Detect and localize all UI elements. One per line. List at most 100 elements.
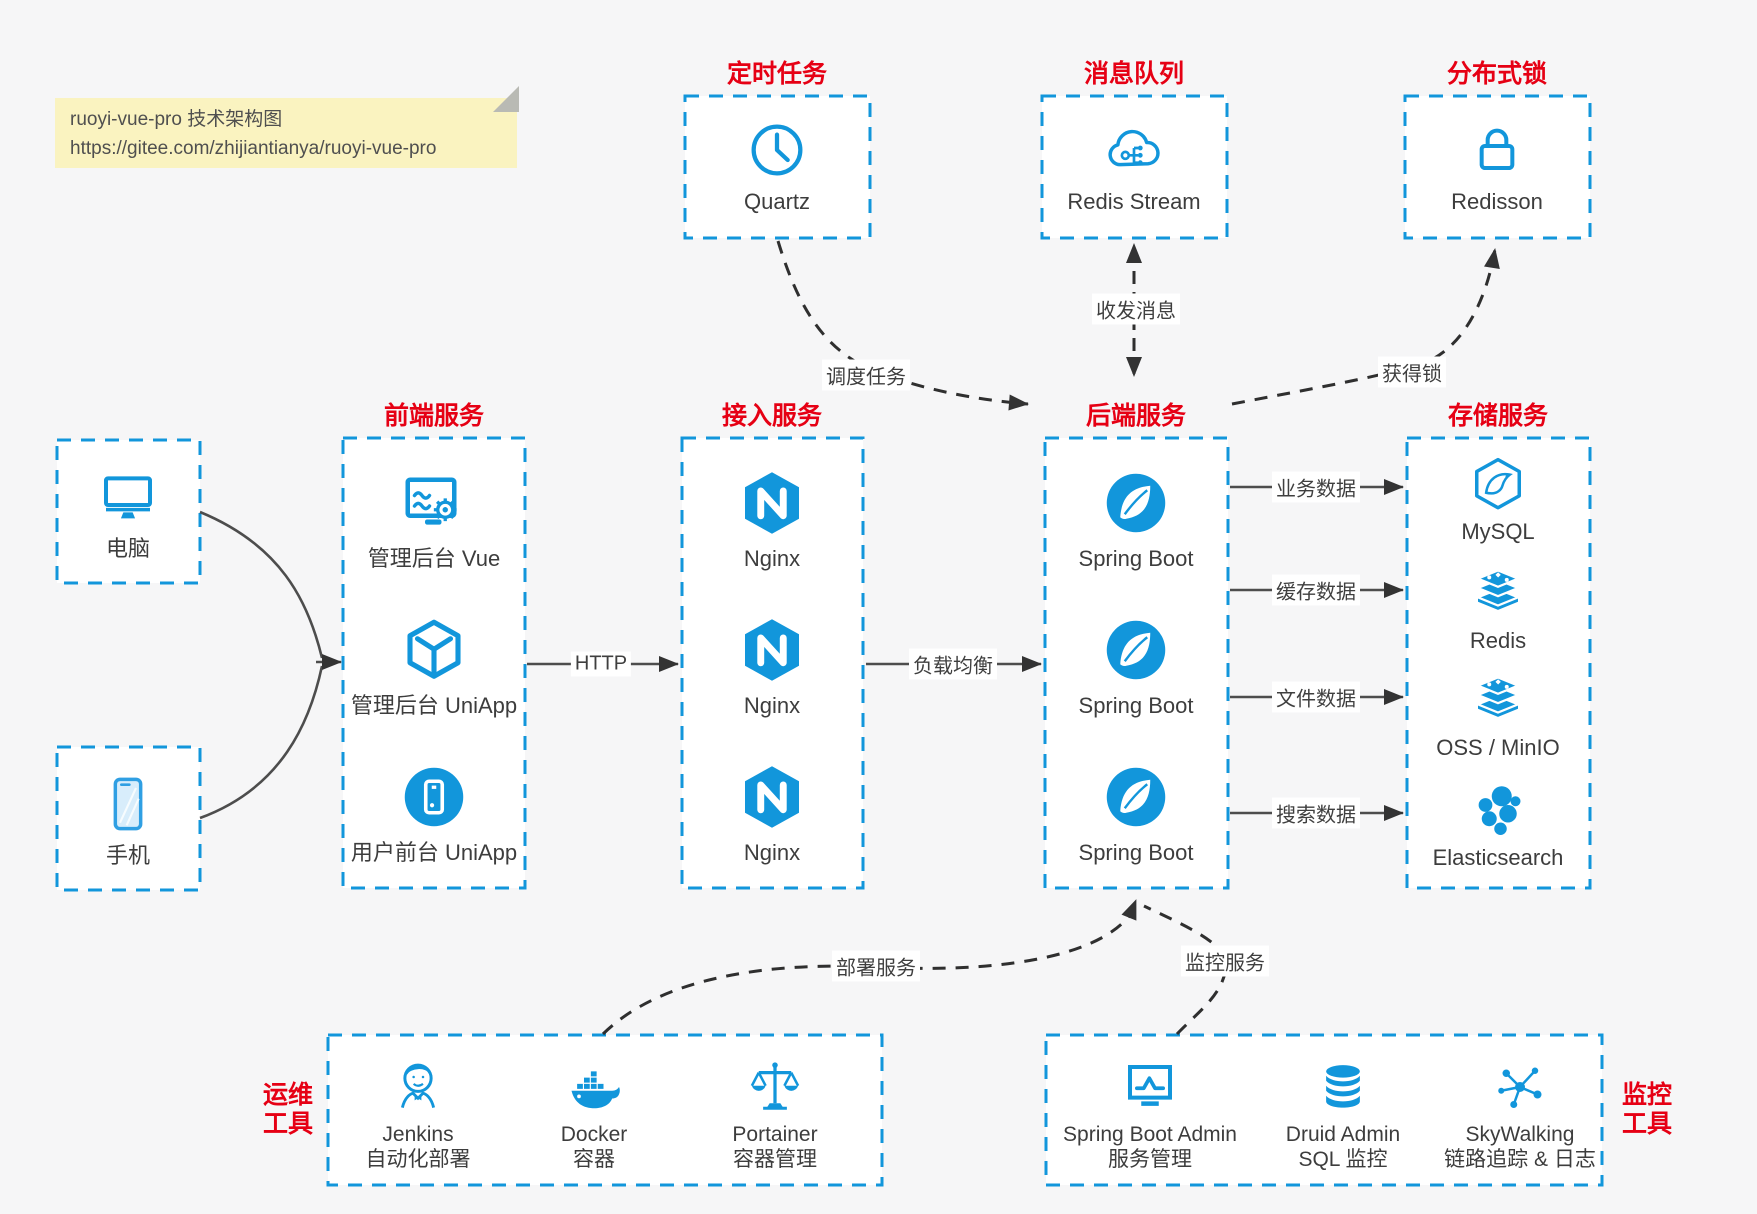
node-label: Spring Boot — [1078, 546, 1194, 571]
node-spring-boot-1: Spring Boot — [1026, 467, 1246, 572]
redis-icon — [1468, 563, 1528, 623]
group-box-monitor-tools — [1044, 1033, 1604, 1187]
node-pc: 电脑 — [18, 465, 238, 562]
node-label: Spring Boot — [1078, 693, 1194, 718]
spring-boot-icon — [1100, 761, 1172, 833]
node-nginx-3: Nginx — [662, 761, 882, 866]
node-label: Nginx — [743, 840, 801, 865]
title-storage: 存储服务 — [1447, 402, 1549, 430]
edge-label-load-balance: 负载均衡 — [909, 648, 997, 680]
edge-acquire-lock — [1231, 248, 1500, 406]
edge-label-http: HTTP — [570, 651, 632, 677]
node-label: Nginx — [743, 693, 801, 718]
cloud-mq-icon — [1102, 118, 1166, 182]
node-nginx-1: Nginx — [662, 467, 882, 572]
sticky-note: ruoyi-vue-pro 技术架构图 https://gitee.com/zh… — [55, 86, 519, 168]
node-redis: Redis — [1388, 563, 1608, 654]
node-spring-boot-admin: Spring Boot Admin 服务管理 — [1040, 1057, 1260, 1172]
node-nginx-2: Nginx — [662, 614, 882, 719]
jenkins-icon — [388, 1057, 448, 1117]
title-scheduled-task: 定时任务 — [726, 60, 828, 88]
title-ops-tools: 运维 工具 — [262, 1081, 314, 1138]
node-spring-boot-2: Spring Boot — [1026, 614, 1246, 719]
nginx-icon — [736, 467, 808, 539]
note-fold-corner — [493, 86, 519, 112]
druid-icon — [1313, 1057, 1373, 1117]
spring-boot-admin-icon — [1120, 1057, 1180, 1117]
node-user-uniapp: 用户前台 UniApp — [324, 761, 544, 866]
node-label: Portainer — [732, 1123, 818, 1146]
admin-vue-icon — [398, 467, 470, 539]
node-redis-stream: Redis Stream — [1024, 118, 1244, 215]
edge-label-message: 收发消息 — [1092, 293, 1180, 325]
node-label: Quartz — [743, 189, 811, 214]
node-quartz: Quartz — [667, 118, 887, 215]
node-label: Redis Stream — [1067, 189, 1201, 214]
lock-icon — [1465, 118, 1529, 182]
node-druid-admin: Druid Admin SQL 监控 — [1233, 1057, 1453, 1172]
node-admin-uniapp: 管理后台 UniApp — [324, 614, 544, 719]
edge-monitor-service — [1143, 904, 1228, 1036]
node-oss-minio: OSS / MinIO — [1388, 670, 1608, 761]
edge-label-cache-data: 缓存数据 — [1272, 574, 1360, 606]
edge-label-deploy: 部署服务 — [832, 950, 920, 982]
edge-label-schedule: 调度任务 — [822, 359, 910, 391]
edge-label-search-data: 搜索数据 — [1272, 797, 1360, 829]
node-skywalking: SkyWalking 链路追踪 & 日志 — [1410, 1057, 1630, 1172]
nginx-icon — [736, 614, 808, 686]
node-elasticsearch: Elasticsearch — [1388, 780, 1608, 871]
oss-icon — [1468, 670, 1528, 730]
uniapp-cube-icon — [398, 614, 470, 686]
node-label: Spring Boot — [1078, 840, 1194, 865]
mobile-app-icon — [398, 761, 470, 833]
smartphone-icon — [96, 772, 160, 836]
node-label: 管理后台 UniApp — [350, 693, 518, 718]
note-url: https://gitee.com/zhijiantianya/ruoyi-vu… — [70, 138, 437, 159]
node-spring-boot-3: Spring Boot — [1026, 761, 1246, 866]
node-docker: Docker 容器 — [484, 1057, 704, 1172]
node-sublabel: 链路追踪 & 日志 — [1444, 1148, 1596, 1171]
node-mysql: MySQL — [1388, 454, 1608, 545]
mysql-icon — [1468, 454, 1528, 514]
edge-label-file-data: 文件数据 — [1272, 681, 1360, 713]
node-label: 管理后台 Vue — [367, 546, 501, 571]
title-monitor-tools: 监控 工具 — [1621, 1081, 1673, 1138]
node-label: SkyWalking — [1465, 1123, 1575, 1146]
group-box-ops-tools — [326, 1033, 884, 1187]
portainer-icon — [745, 1057, 805, 1117]
edge-label-lock: 获得锁 — [1378, 356, 1446, 388]
edge-phone-to-frontend — [199, 665, 324, 820]
node-jenkins: Jenkins 自动化部署 — [308, 1057, 528, 1172]
node-label: Druid Admin — [1285, 1123, 1401, 1146]
title-gateway: 接入服务 — [721, 402, 823, 430]
node-phone: 手机 — [18, 772, 238, 869]
spring-boot-icon — [1100, 467, 1172, 539]
edge-label-monitor: 监控服务 — [1181, 945, 1269, 977]
node-sublabel: SQL 监控 — [1298, 1148, 1388, 1171]
node-label: Elasticsearch — [1432, 845, 1564, 870]
title-frontend: 前端服务 — [383, 402, 485, 430]
node-label: 用户前台 UniApp — [350, 840, 518, 865]
skywalking-icon — [1490, 1057, 1550, 1117]
edge-label-business-data: 业务数据 — [1272, 471, 1360, 503]
clock-icon — [745, 118, 809, 182]
node-portainer: Portainer 容器管理 — [665, 1057, 885, 1172]
node-label: 手机 — [105, 843, 150, 868]
node-label: Spring Boot Admin — [1063, 1123, 1237, 1146]
node-label: MySQL — [1461, 519, 1535, 544]
edge-pc-to-frontend — [199, 510, 324, 659]
node-label: Docker — [560, 1123, 628, 1146]
desktop-icon — [96, 465, 160, 529]
node-redisson: Redisson — [1387, 118, 1607, 215]
node-label: OSS / MinIO — [1436, 735, 1560, 760]
group-box-storage — [1405, 436, 1592, 890]
node-sublabel: 服务管理 — [1108, 1148, 1192, 1171]
node-label: Jenkins — [382, 1123, 454, 1146]
node-label: Nginx — [743, 546, 801, 571]
title-distributed-lock: 分布式锁 — [1446, 60, 1548, 88]
group-box-scheduled-task — [683, 94, 872, 240]
node-sublabel: 容器管理 — [733, 1148, 817, 1171]
title-message-queue: 消息队列 — [1083, 60, 1185, 88]
